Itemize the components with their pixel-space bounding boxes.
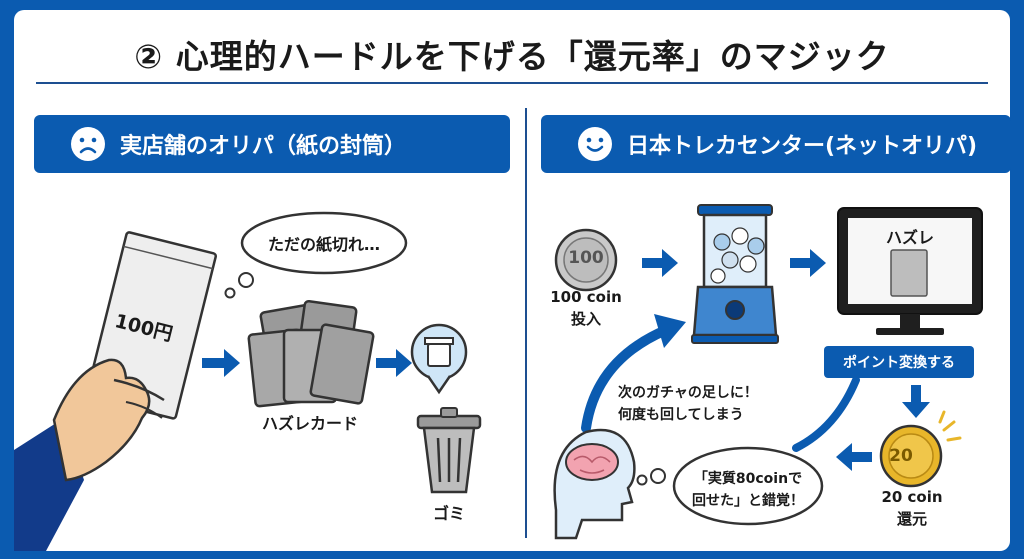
- right-illustration: [553, 204, 983, 540]
- arrow-right-icon: [202, 349, 240, 377]
- illusion-line-1: 「実質80coinで: [693, 471, 803, 487]
- gold-coin-icon: [879, 410, 962, 488]
- trash-pin-icon: [410, 323, 468, 395]
- arrow-down-icon: [902, 385, 930, 418]
- motivation-line-2: 何度も回してしまう: [618, 407, 744, 423]
- convert-points-button[interactable]: ポイント変換する: [824, 346, 974, 378]
- coin-insert-label: 投入: [570, 310, 601, 328]
- trash-can-icon: [416, 407, 482, 494]
- reward-amount: 20 coin: [881, 488, 943, 506]
- silver-coin-icon: [554, 228, 618, 292]
- arrow-left-icon: [836, 443, 872, 471]
- happy-face-icon: [577, 126, 613, 162]
- gold-coin-value: 20: [889, 446, 913, 466]
- thought-bubble: [224, 211, 408, 299]
- losing-cards-label: ハズレカード: [261, 414, 358, 433]
- infographic-card: ② 心理的ハードルを下げる「還元率」のマジック 実店舗のオリパ（紙の封筒） 日本…: [14, 10, 1011, 551]
- sad-face-icon: [70, 126, 106, 162]
- illusion-line-2: 回せた」と錯覚！: [692, 493, 804, 509]
- loop-arrow-icon: [581, 314, 686, 433]
- brain-head-icon: [553, 428, 636, 540]
- gacha-machine-icon: [691, 204, 779, 344]
- coin-insert-amount: 100 coin: [550, 288, 622, 306]
- left-section-banner: 実店舗のオリパ（紙の封筒）: [34, 115, 510, 173]
- silver-coin-value: 100: [568, 248, 604, 268]
- right-section-banner: 日本トレカセンター(ネットオリパ): [541, 115, 1011, 173]
- connector-curve: [792, 376, 860, 452]
- title-underline: [36, 82, 988, 84]
- trash-label: ゴミ: [432, 504, 465, 523]
- arrow-right-icon: [790, 249, 826, 277]
- left-illustration: [14, 211, 482, 551]
- hand-icon: [52, 358, 165, 482]
- losing-cards-icon: [247, 299, 375, 408]
- arrow-right-icon: [642, 249, 678, 277]
- motivation-line-1: 次のガチャの足しに！: [618, 385, 758, 401]
- monitor-icon: [837, 207, 983, 335]
- thought-text: ただの紙切れ…: [267, 235, 380, 254]
- illusion-thought-bubble: [636, 446, 824, 526]
- left-section-heading: 実店舗のオリパ（紙の封筒）: [120, 134, 407, 159]
- main-title: ② 心理的ハードルを下げる「還元率」のマジック: [134, 37, 890, 76]
- arrow-right-icon: [376, 349, 412, 377]
- right-section-heading: 日本トレカセンター(ネットオリパ): [627, 134, 978, 159]
- center-divider: [525, 108, 527, 538]
- screen-result-label: ハズレ: [885, 228, 934, 247]
- reward-label: 還元: [896, 510, 927, 528]
